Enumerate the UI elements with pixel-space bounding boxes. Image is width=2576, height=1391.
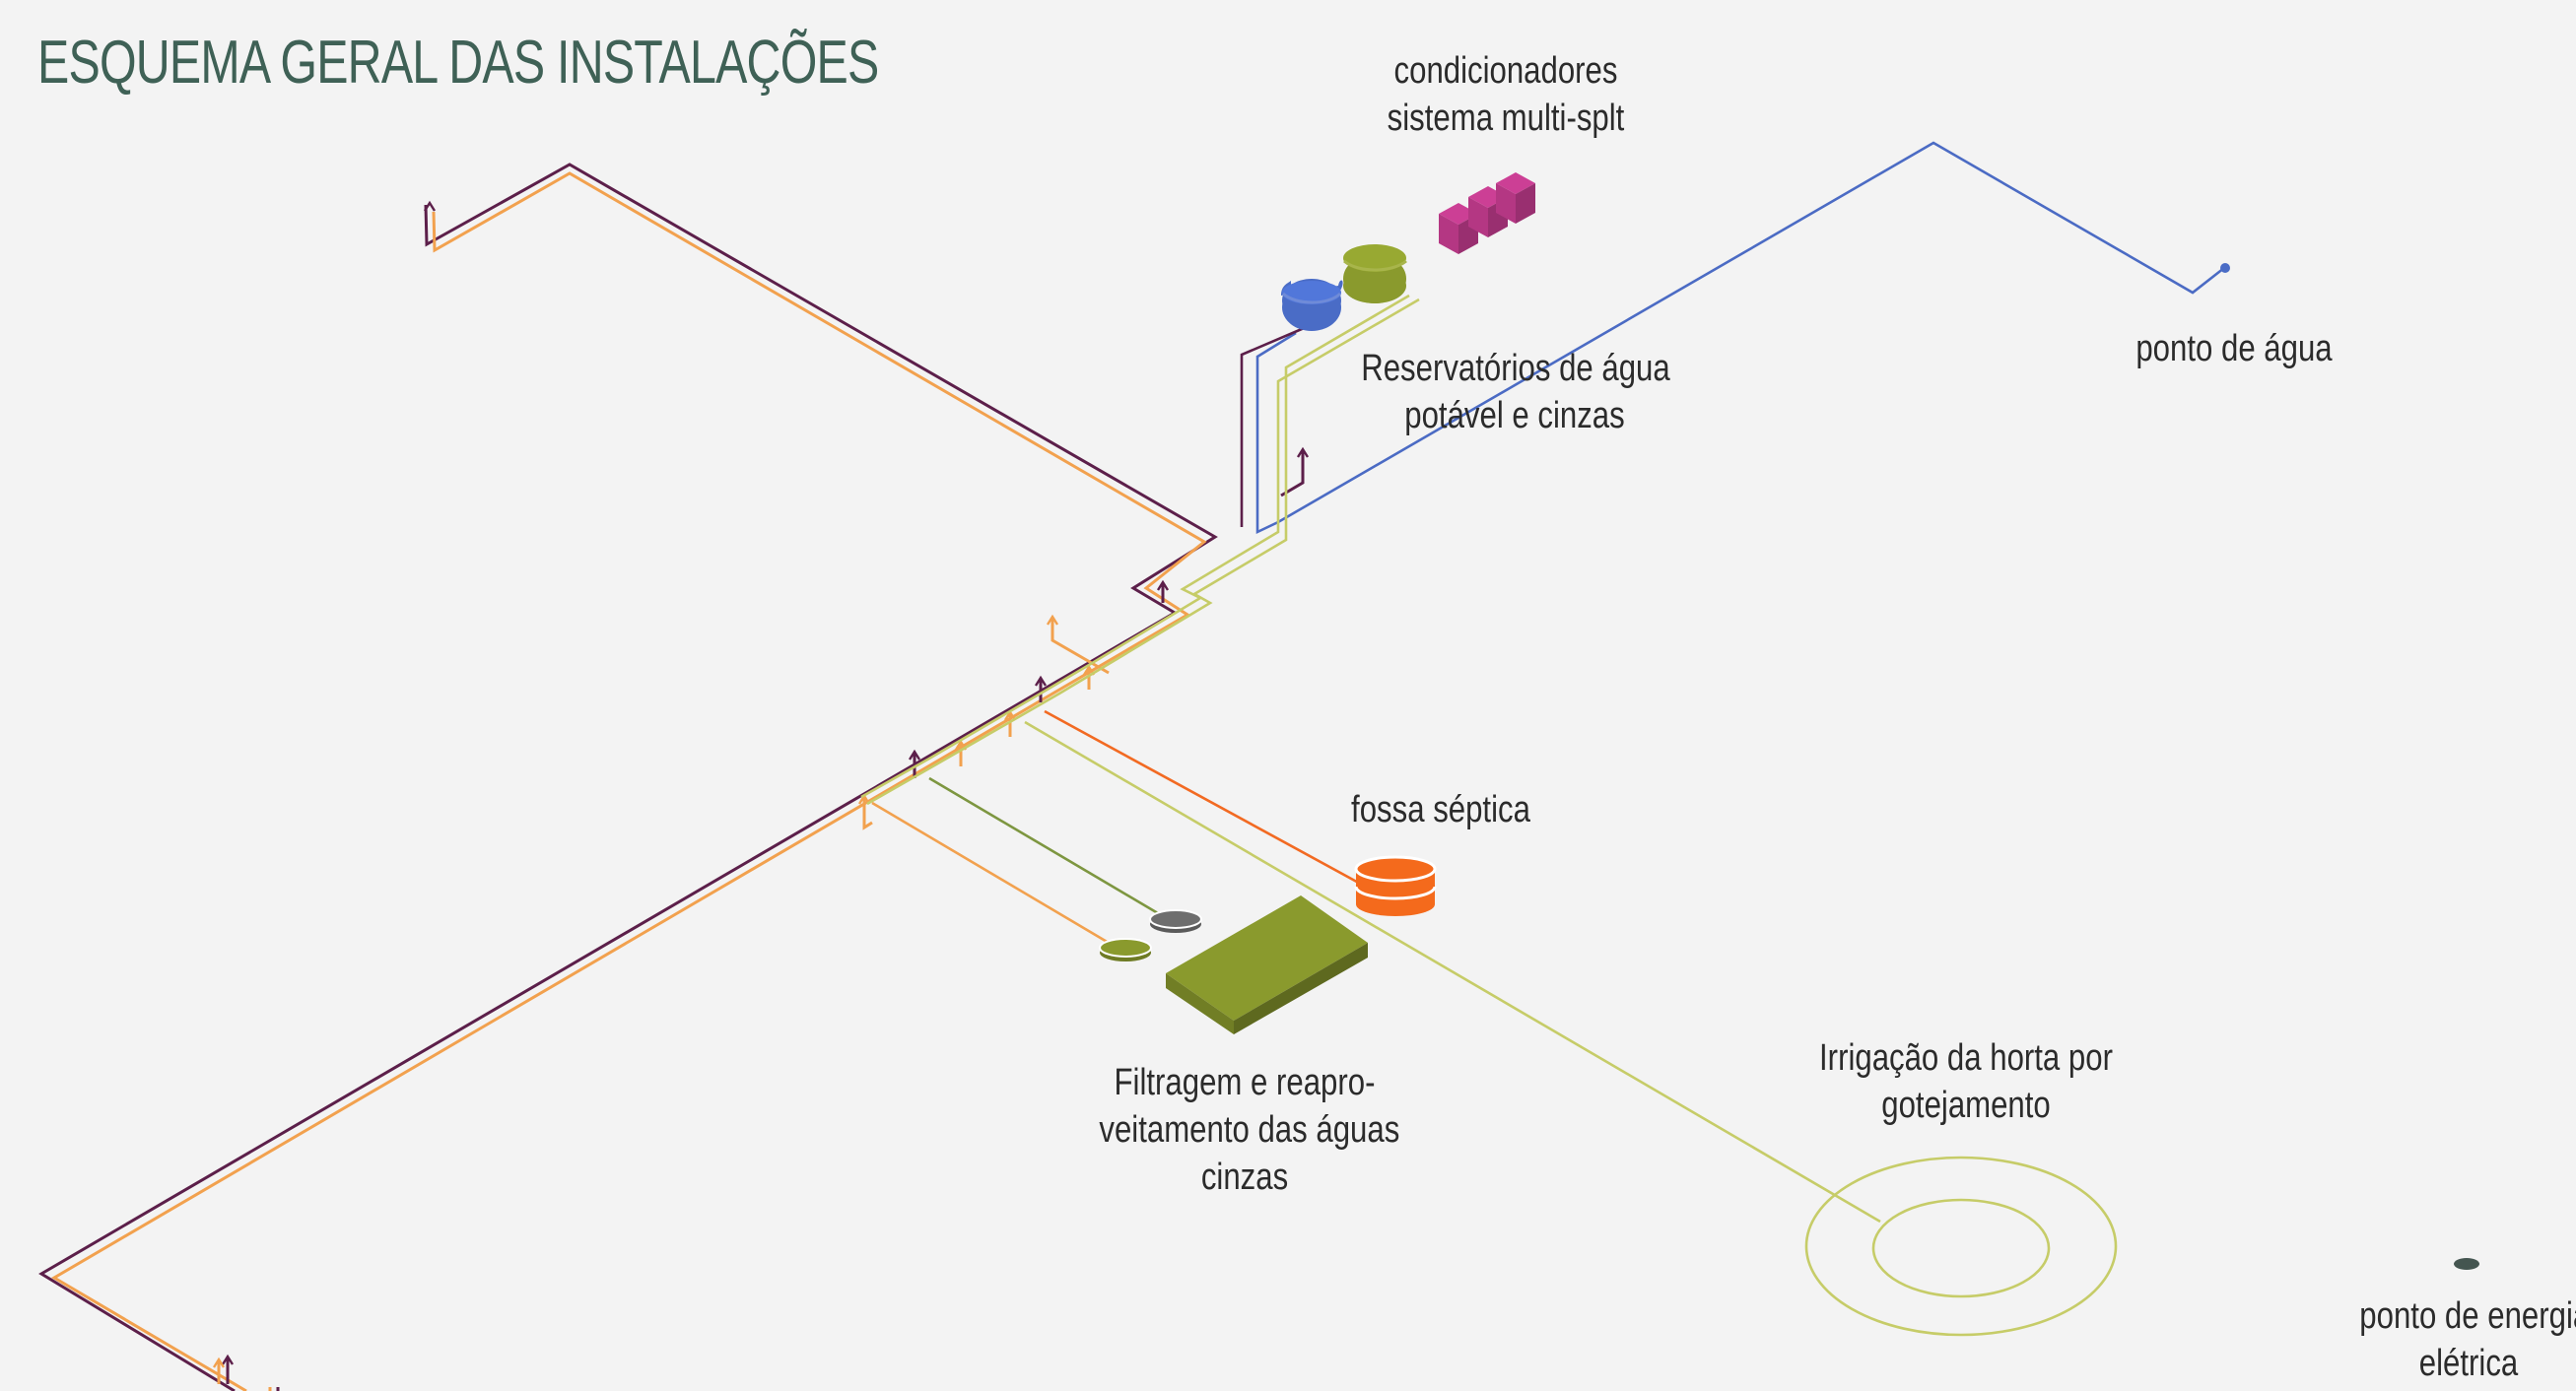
- label-condicionadores-line1: condicionadores: [1393, 50, 1618, 92]
- label-irrigacao-line2: gotejamento: [1881, 1085, 2051, 1126]
- irrigation-pipe: [1024, 720, 1881, 1224]
- riser-arrows: [212, 200, 1310, 1368]
- label-energia-line2: elétrica: [2418, 1343, 2519, 1384]
- potable-water-pipe: [1255, 141, 2225, 535]
- grey-water-pipe: [51, 171, 1207, 1391]
- label-reservatorios-line2: potável e cinzas: [1404, 395, 1625, 436]
- label-filtragem-line3: cinzas: [1200, 1157, 1289, 1198]
- grey-water-tank-icon: [1343, 244, 1407, 303]
- label-reservatorios: Reservatórios de água potável e cinzas: [1361, 345, 1670, 439]
- label-condicionadores-line2: sistema multi-splt: [1387, 98, 1625, 139]
- page-title: ESQUEMA GERAL DAS INSTALAÇÕES: [37, 29, 879, 97]
- label-energia-line1: ponto de energia: [2359, 1295, 2576, 1337]
- main-drain-pipe: [38, 163, 1218, 1391]
- label-irrigacao: Irrigação da horta por gotejamento: [1816, 1034, 2115, 1129]
- air-conditioner-icon: [1439, 172, 1535, 254]
- label-fossa-line1: fossa séptica: [1351, 789, 1530, 830]
- filter-inlet-pipe: [928, 776, 1164, 918]
- irrigation-circle-icon: [1804, 1156, 2118, 1337]
- septic-tank-icon: [1354, 855, 1437, 916]
- septic-pipe: [1044, 709, 1376, 894]
- label-ponto-agua: ponto de água: [2121, 325, 2347, 372]
- label-filtragem-line2: veitamento das águas: [1099, 1109, 1400, 1151]
- filter-grey-pipe: [871, 801, 1110, 945]
- label-reservatorios-line1: Reservatórios de água: [1361, 348, 1670, 389]
- label-filtragem: Filtragem e reapro- veitamento das águas…: [1099, 1059, 1400, 1201]
- label-energia: ponto de energia elétrica: [2359, 1292, 2576, 1387]
- filter-box-icon: [1166, 895, 1368, 1034]
- label-condicionadores: condicionadores sistema multi-splt: [1385, 47, 1627, 142]
- label-irrigacao-line1: Irrigação da horta por: [1819, 1037, 2113, 1079]
- reuse-tank-pipe: [860, 294, 1420, 806]
- tank-drain-pipe: [1240, 321, 1317, 527]
- label-ponto-agua-line1: ponto de água: [2135, 328, 2333, 369]
- label-filtragem-line1: Filtragem e reapro-: [1114, 1062, 1376, 1103]
- filter-lids: [1099, 909, 1202, 961]
- energy-point-icon: [2454, 1258, 2479, 1270]
- water-tank-icon: [1281, 279, 1343, 331]
- label-fossa: fossa séptica: [1327, 786, 1554, 833]
- riser-connectors: [217, 451, 1305, 1391]
- sewage-pipe: [38, 163, 1218, 1391]
- water-point-icon: [2220, 263, 2230, 273]
